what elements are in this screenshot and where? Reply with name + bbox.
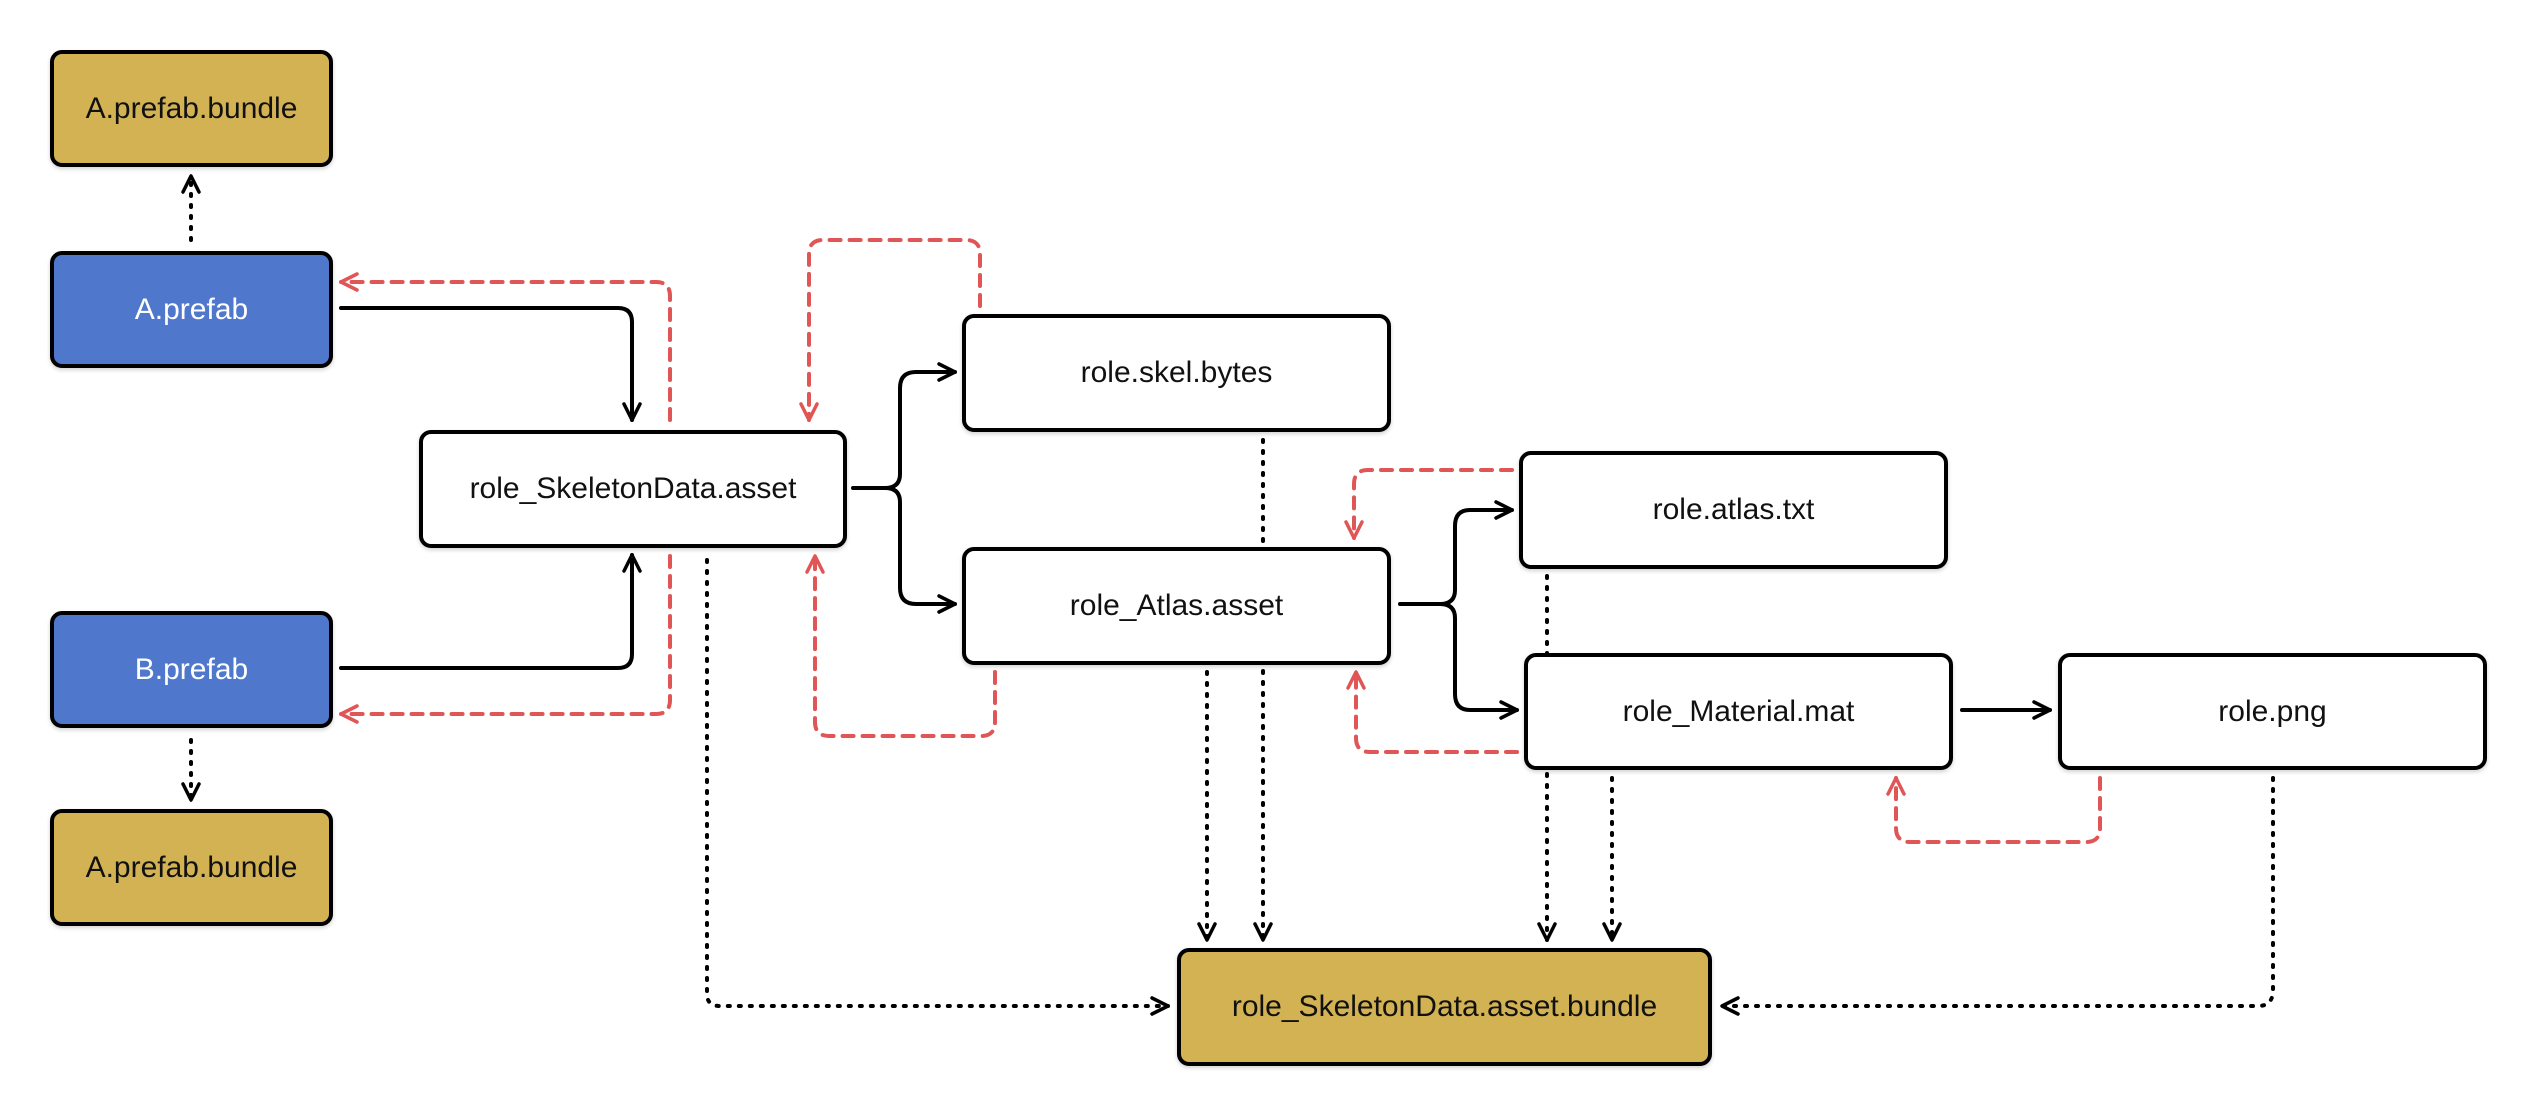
skeleton-data-asset-node[interactable]: role_SkeletonData.asset (419, 430, 847, 548)
skeleton-data-asset-bundle-label: role_SkeletonData.asset.bundle (1231, 990, 1658, 1023)
a-prefab-bundle-bottom-node[interactable]: A.prefab.bundle (50, 809, 333, 926)
a-prefab-bundle-top-label: A.prefab.bundle (85, 91, 298, 125)
reverse-edge-skel-bytes-to-skeleton-data (799, 238, 982, 422)
skeleton-data-asset-label: role_SkeletonData.asset (469, 472, 797, 505)
a-prefab-bundle-bottom-label: A.prefab.bundle (85, 850, 298, 884)
role-png-label: role.png (2218, 694, 2327, 728)
b-prefab-label: B.prefab (134, 652, 249, 686)
reverse-edge-png-to-material (1886, 776, 2102, 844)
a-prefab-node[interactable]: A.prefab (50, 251, 333, 368)
edge-skeleton-data-to-bundle (705, 558, 1170, 1016)
role-png-node[interactable]: role.png (2058, 653, 2487, 770)
skeleton-data-asset-bundle-node[interactable]: role_SkeletonData.asset.bundle (1177, 948, 1712, 1066)
atlas-txt-node[interactable]: role.atlas.txt (1519, 451, 1948, 569)
atlas-txt-label: role.atlas.txt (1652, 493, 1815, 526)
brace-atlas-children (1398, 500, 1514, 606)
a-prefab-bundle-top-node[interactable]: A.prefab.bundle (50, 50, 333, 167)
a-prefab-label: A.prefab (134, 292, 249, 326)
skel-bytes-label: role.skel.bytes (1080, 356, 1273, 389)
atlas-asset-label: role_Atlas.asset (1069, 589, 1284, 622)
reverse-edge-skeleton-data-to-a-prefab (339, 272, 672, 422)
reverse-edge-atlas-txt-to-atlas (1344, 468, 1514, 540)
edge-skeleton-data-to-atlas (883, 486, 957, 614)
edge-b-prefab-to-skeleton-data (339, 553, 642, 670)
material-mat-label: role_Material.mat (1622, 694, 1855, 728)
reverse-edge-skeleton-data-to-b-prefab (339, 554, 672, 724)
atlas-asset-node[interactable]: role_Atlas.asset (962, 547, 1391, 665)
reverse-edge-atlas-to-skeleton-data (805, 554, 997, 738)
material-mat-node[interactable]: role_Material.mat (1524, 653, 1953, 770)
edge-a-prefab-to-skeleton-data (339, 306, 642, 422)
b-prefab-node[interactable]: B.prefab (50, 611, 333, 728)
brace-skeleton-data-children (851, 362, 957, 490)
skel-bytes-node[interactable]: role.skel.bytes (962, 314, 1391, 432)
reverse-edge-material-to-atlas (1346, 670, 1519, 754)
edge-png-to-bundle (1720, 776, 2275, 1016)
edge-atlas-to-material (1438, 602, 1519, 720)
